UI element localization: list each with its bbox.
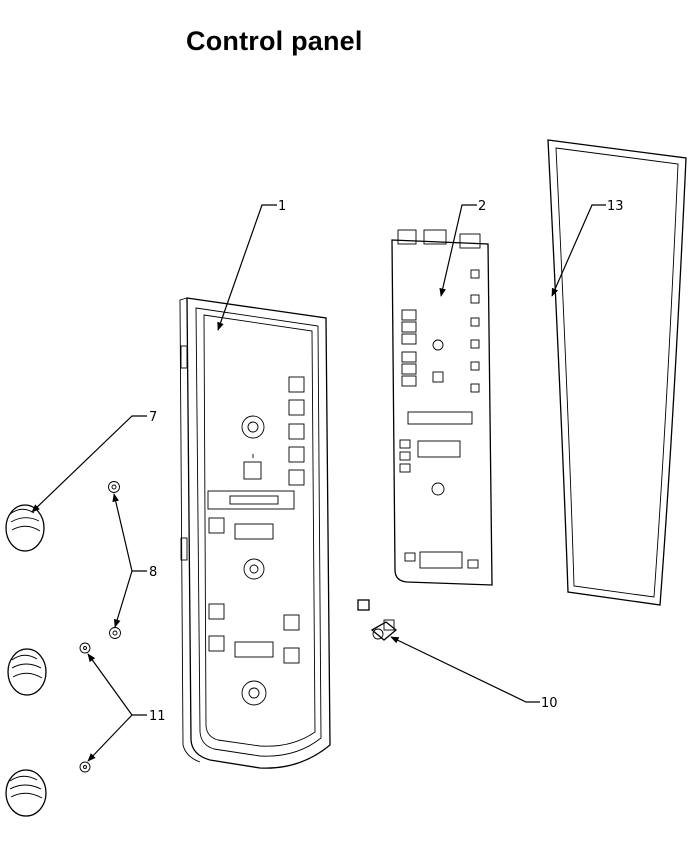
part-control-panel-fascia (179, 297, 331, 769)
callout-label: 13 (607, 199, 624, 214)
callout-label: 10 (541, 696, 558, 711)
part-gasket (547, 139, 687, 606)
part-clip (109, 627, 121, 639)
part-control-board (391, 229, 493, 586)
callout-label: 11 (149, 709, 166, 724)
part-knob (7, 648, 47, 696)
part-clip (108, 481, 120, 493)
part-spacer (79, 761, 91, 773)
callout-label: 7 (149, 410, 157, 425)
part-knob (5, 769, 47, 817)
callout-label: 1 (278, 199, 286, 214)
callout-label: 8 (149, 565, 157, 580)
page-title: Control panel (186, 26, 363, 56)
callout-label: 2 (478, 199, 486, 214)
part-spacer (79, 642, 91, 654)
part-knob (5, 504, 45, 552)
leader-lines (31, 204, 606, 762)
part-encoder (357, 599, 398, 641)
